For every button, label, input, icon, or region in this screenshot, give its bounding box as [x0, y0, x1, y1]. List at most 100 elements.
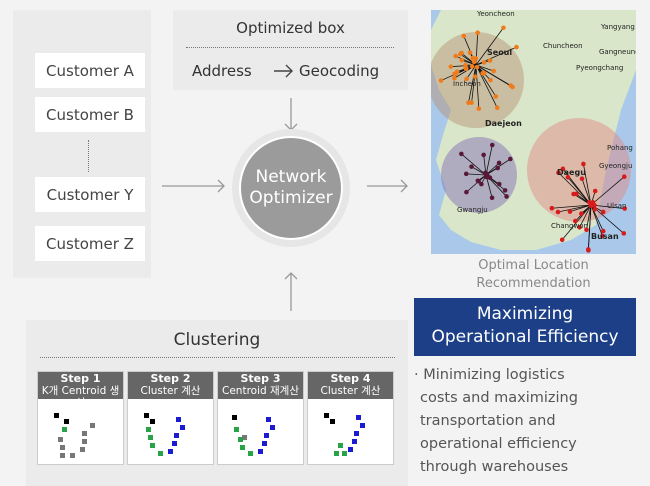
optimizer-line2: Optimizer	[249, 188, 333, 208]
optimized-box-title: Optimized box	[236, 19, 345, 37]
cluster-pattern	[308, 399, 393, 463]
step-3-desc: Centroid 재계산	[222, 385, 299, 397]
ellipsis-dots	[88, 140, 89, 172]
arrow-down-icon	[284, 98, 298, 131]
benefit-description: · Minimizing logistics costs and maximiz…	[414, 364, 639, 486]
step-1-name: Step 1	[60, 372, 101, 385]
cluster-point	[248, 451, 253, 456]
cluster-pattern	[38, 399, 123, 463]
cluster-point	[176, 417, 181, 422]
benefit-title-line2: Operational Efficiency	[431, 327, 619, 347]
cluster-point	[150, 443, 155, 448]
benefit-line-5: through warehouses	[420, 459, 569, 475]
cluster-point	[158, 451, 163, 456]
step-4-name: Step 4	[330, 372, 371, 385]
address-label: Address	[192, 62, 252, 80]
map-label-gangneung: Gangneung	[599, 48, 636, 56]
cluster-point	[60, 453, 65, 458]
cluster-point	[234, 427, 239, 432]
customer-y-box: Customer Y	[35, 177, 145, 212]
cluster-point	[266, 417, 271, 422]
cluster-point	[360, 423, 365, 428]
map-label-gwangju: Gwangju	[457, 206, 488, 214]
cluster-point	[348, 447, 353, 452]
map-label-ulsan: Ulsan	[607, 202, 627, 210]
step-4-desc: Cluster 계산	[320, 385, 381, 397]
map-label-daegu: Daegu	[557, 168, 586, 177]
map-label-changwon: Changwon	[551, 222, 588, 230]
cluster-point	[82, 439, 87, 444]
cluster-point	[82, 431, 87, 436]
cluster-point	[174, 433, 179, 438]
map-label-pyeongchang: Pyeongchang	[576, 64, 624, 72]
arrow-up-icon	[284, 272, 298, 311]
cluster-point	[80, 447, 85, 452]
step-3-name: Step 3	[240, 372, 281, 385]
cluster-point	[330, 419, 335, 424]
cluster-point	[356, 415, 361, 420]
arrow-right-out-icon	[367, 179, 408, 193]
optimizer-line1: Network	[255, 167, 327, 187]
cluster-point	[150, 419, 155, 424]
customer-y-label: Customer Y	[46, 185, 134, 204]
cluster-point	[262, 441, 267, 446]
cluster-point	[240, 445, 245, 450]
geocoding-label: Geocoding	[299, 62, 380, 80]
korea-map: Yeoncheon Yangyang Chuncheon Gangneung P…	[431, 10, 636, 254]
map-label-daejeon: Daejeon	[485, 119, 522, 128]
network-optimizer-circle: Network Optimizer	[232, 129, 350, 247]
optimized-box-panel	[173, 10, 408, 90]
map-label-yeoncheon: Yeoncheon	[477, 10, 515, 18]
cluster-point	[144, 413, 149, 418]
step-2-desc: Cluster 계산	[140, 385, 201, 397]
customer-b-label: Customer B	[46, 105, 134, 124]
cluster-point	[232, 415, 237, 420]
cluster-point	[264, 433, 269, 438]
cluster-point	[62, 427, 67, 432]
map-label-chuncheon: Chuncheon	[543, 42, 583, 50]
step-2-name: Step 2	[150, 372, 191, 385]
benefit-line-1: · Minimizing logistics	[414, 367, 565, 383]
benefit-title-box: Maximizing Operational Efficiency	[414, 298, 636, 356]
map-label-yangyang: Yangyang	[601, 23, 635, 31]
benefit-line-3: transportation and	[420, 413, 556, 429]
cluster-point	[270, 425, 275, 430]
customer-b-box: Customer B	[35, 97, 145, 132]
map-label-gyeongju: Gyeongju	[599, 162, 633, 170]
clustering-divider	[40, 357, 395, 358]
customer-z-box: Customer Z	[35, 226, 145, 261]
benefit-title-line1: Maximizing	[476, 304, 574, 324]
cluster-point	[58, 437, 63, 442]
cluster-point	[70, 453, 75, 458]
benefit-line-2: costs and maximizing	[420, 390, 578, 406]
map-label-incheon: Incheon	[453, 80, 481, 88]
right-arrow-icon	[274, 64, 293, 78]
cluster-point	[334, 451, 339, 456]
cluster-pattern	[218, 399, 303, 463]
cluster-point	[238, 437, 243, 442]
cluster-point	[148, 435, 153, 440]
map-caption-line1: Optimal Location	[478, 258, 589, 273]
cluster-point	[352, 439, 357, 444]
map-graphic	[431, 10, 636, 253]
cluster-point	[324, 413, 329, 418]
cluster-point	[242, 435, 247, 440]
cluster-pattern	[128, 399, 213, 463]
step-1-desc: K개 Centroid 생성	[41, 385, 120, 409]
map-label-seoul: Seoul	[487, 48, 513, 57]
cluster-point	[338, 443, 343, 448]
customer-a-label: Customer A	[46, 61, 134, 80]
cluster-point	[172, 441, 177, 446]
cluster-point	[258, 449, 263, 454]
optimized-box-divider	[186, 47, 394, 48]
cluster-point	[90, 423, 95, 428]
benefit-line-4: operational efficiency	[420, 436, 577, 452]
map-label-pohang: Pohang	[607, 144, 633, 152]
customer-a-box: Customer A	[35, 53, 145, 88]
customer-z-label: Customer Z	[46, 234, 134, 253]
cluster-point	[342, 451, 347, 456]
